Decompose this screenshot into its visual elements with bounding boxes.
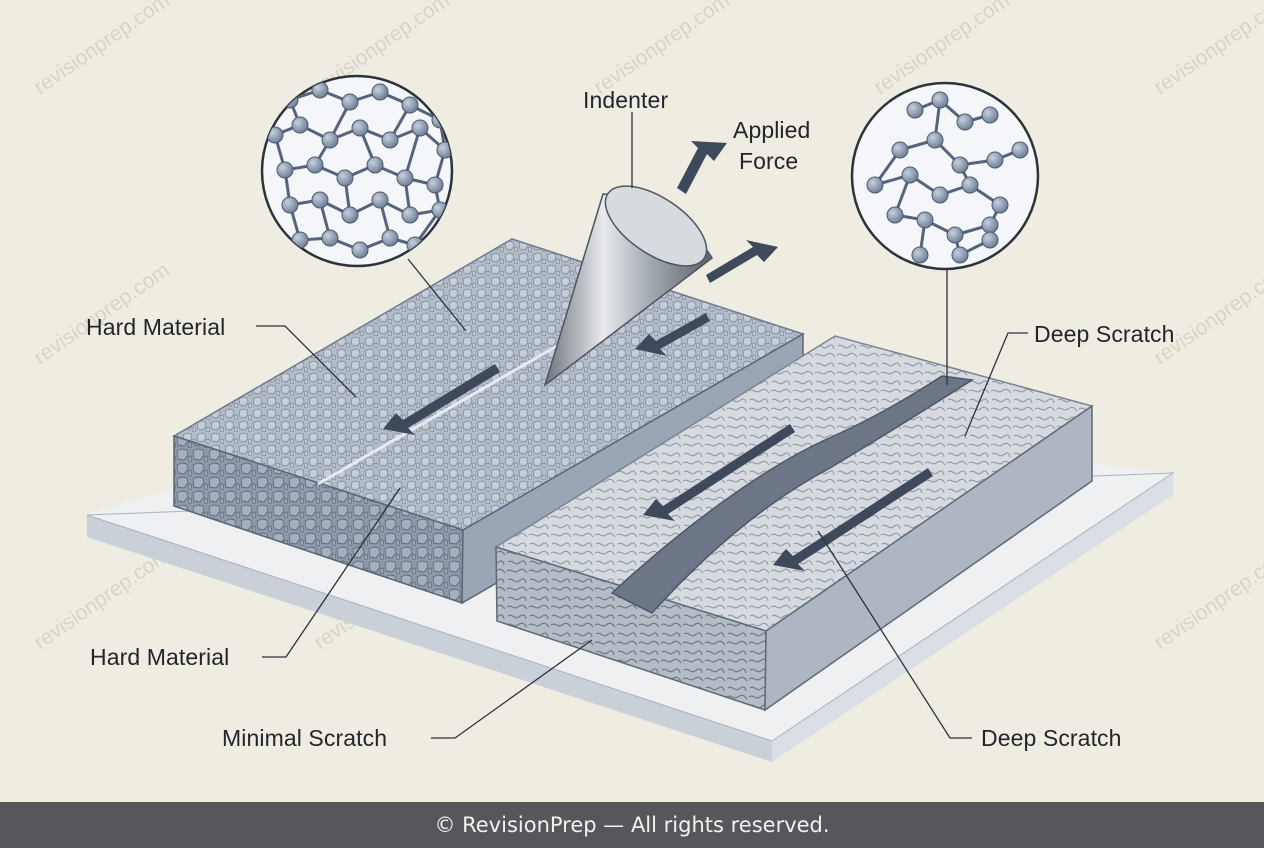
atom [906,101,924,119]
atom [961,176,979,194]
atom [281,91,299,109]
label-applied-force-line1: Applied [733,117,811,143]
atom [351,241,369,259]
arrow-left-icon [383,364,500,435]
atom [291,116,309,134]
motion-arrows [383,240,933,571]
label-hard-material-top: Hard Material [86,314,226,340]
atom [276,161,294,179]
atom [431,201,449,219]
applied-force-arrow-icon [677,141,727,194]
atom [866,176,884,194]
label-indenter: Indenter [583,87,669,113]
svg-text:revisionprep.com: revisionprep.com [1150,0,1264,99]
arrow-left-icon [773,468,933,571]
bond [403,127,422,179]
arrow-left-icon [643,424,795,521]
atom [341,206,359,224]
atom [951,246,969,264]
arrow-right-icon [706,240,778,283]
atom [886,206,904,224]
amorphous-structure-inset [850,81,1040,271]
atom [991,196,1009,214]
svg-text:revisionprep.com: revisionprep.com [30,544,174,655]
atom [931,186,949,204]
atom [291,231,309,249]
label-deep-scratch-top: Deep Scratch [1034,321,1175,347]
atom [926,131,944,149]
atom [306,156,324,174]
copyright-footer: © RevisionPrep — All rights reserved. [0,802,1264,848]
atom [951,156,969,174]
atom [336,169,354,187]
atom [956,113,974,131]
atom [981,106,999,124]
label-hard-material-bottom: Hard Material [90,644,230,670]
atom [426,176,444,194]
atom [401,96,419,114]
atom [946,226,964,244]
atom [341,93,359,111]
atom [381,229,399,247]
label-minimal-scratch: Minimal Scratch [222,725,388,751]
atom [311,191,329,209]
atom [911,246,929,264]
label-applied-force-line2: Force [739,148,799,174]
atom [891,141,909,159]
leader-lines [256,112,1028,739]
arrow-left-icon [635,313,710,356]
deep-scratch-groove [610,375,975,614]
atom [396,169,414,187]
crystal-structure-inset [260,74,454,268]
atom [916,211,934,229]
atom [1011,141,1029,159]
label-deep-scratch-bottom: Deep Scratch [981,725,1122,751]
svg-text:revisionprep.com: revisionprep.com [1150,259,1264,370]
svg-text:revisionprep.com: revisionprep.com [590,0,734,99]
atom [321,131,339,149]
svg-text:revisionprep.com: revisionprep.com [30,0,174,99]
atom [351,119,369,137]
atom [986,151,1004,169]
atom [411,119,429,137]
atom [371,191,389,209]
soft-material-block [494,335,1094,712]
atom [381,131,399,149]
atom [931,91,949,109]
label-applied-force: Applied Force [733,115,810,177]
atom [281,196,299,214]
atom [321,229,339,247]
atom [366,156,384,174]
atom [401,206,419,224]
atom [901,166,919,184]
atom [266,126,284,144]
atom [371,83,389,101]
atom [981,216,999,234]
atom [981,231,999,249]
svg-text:revisionprep.com: revisionprep.com [1150,544,1264,655]
indenter-cone [543,185,713,388]
